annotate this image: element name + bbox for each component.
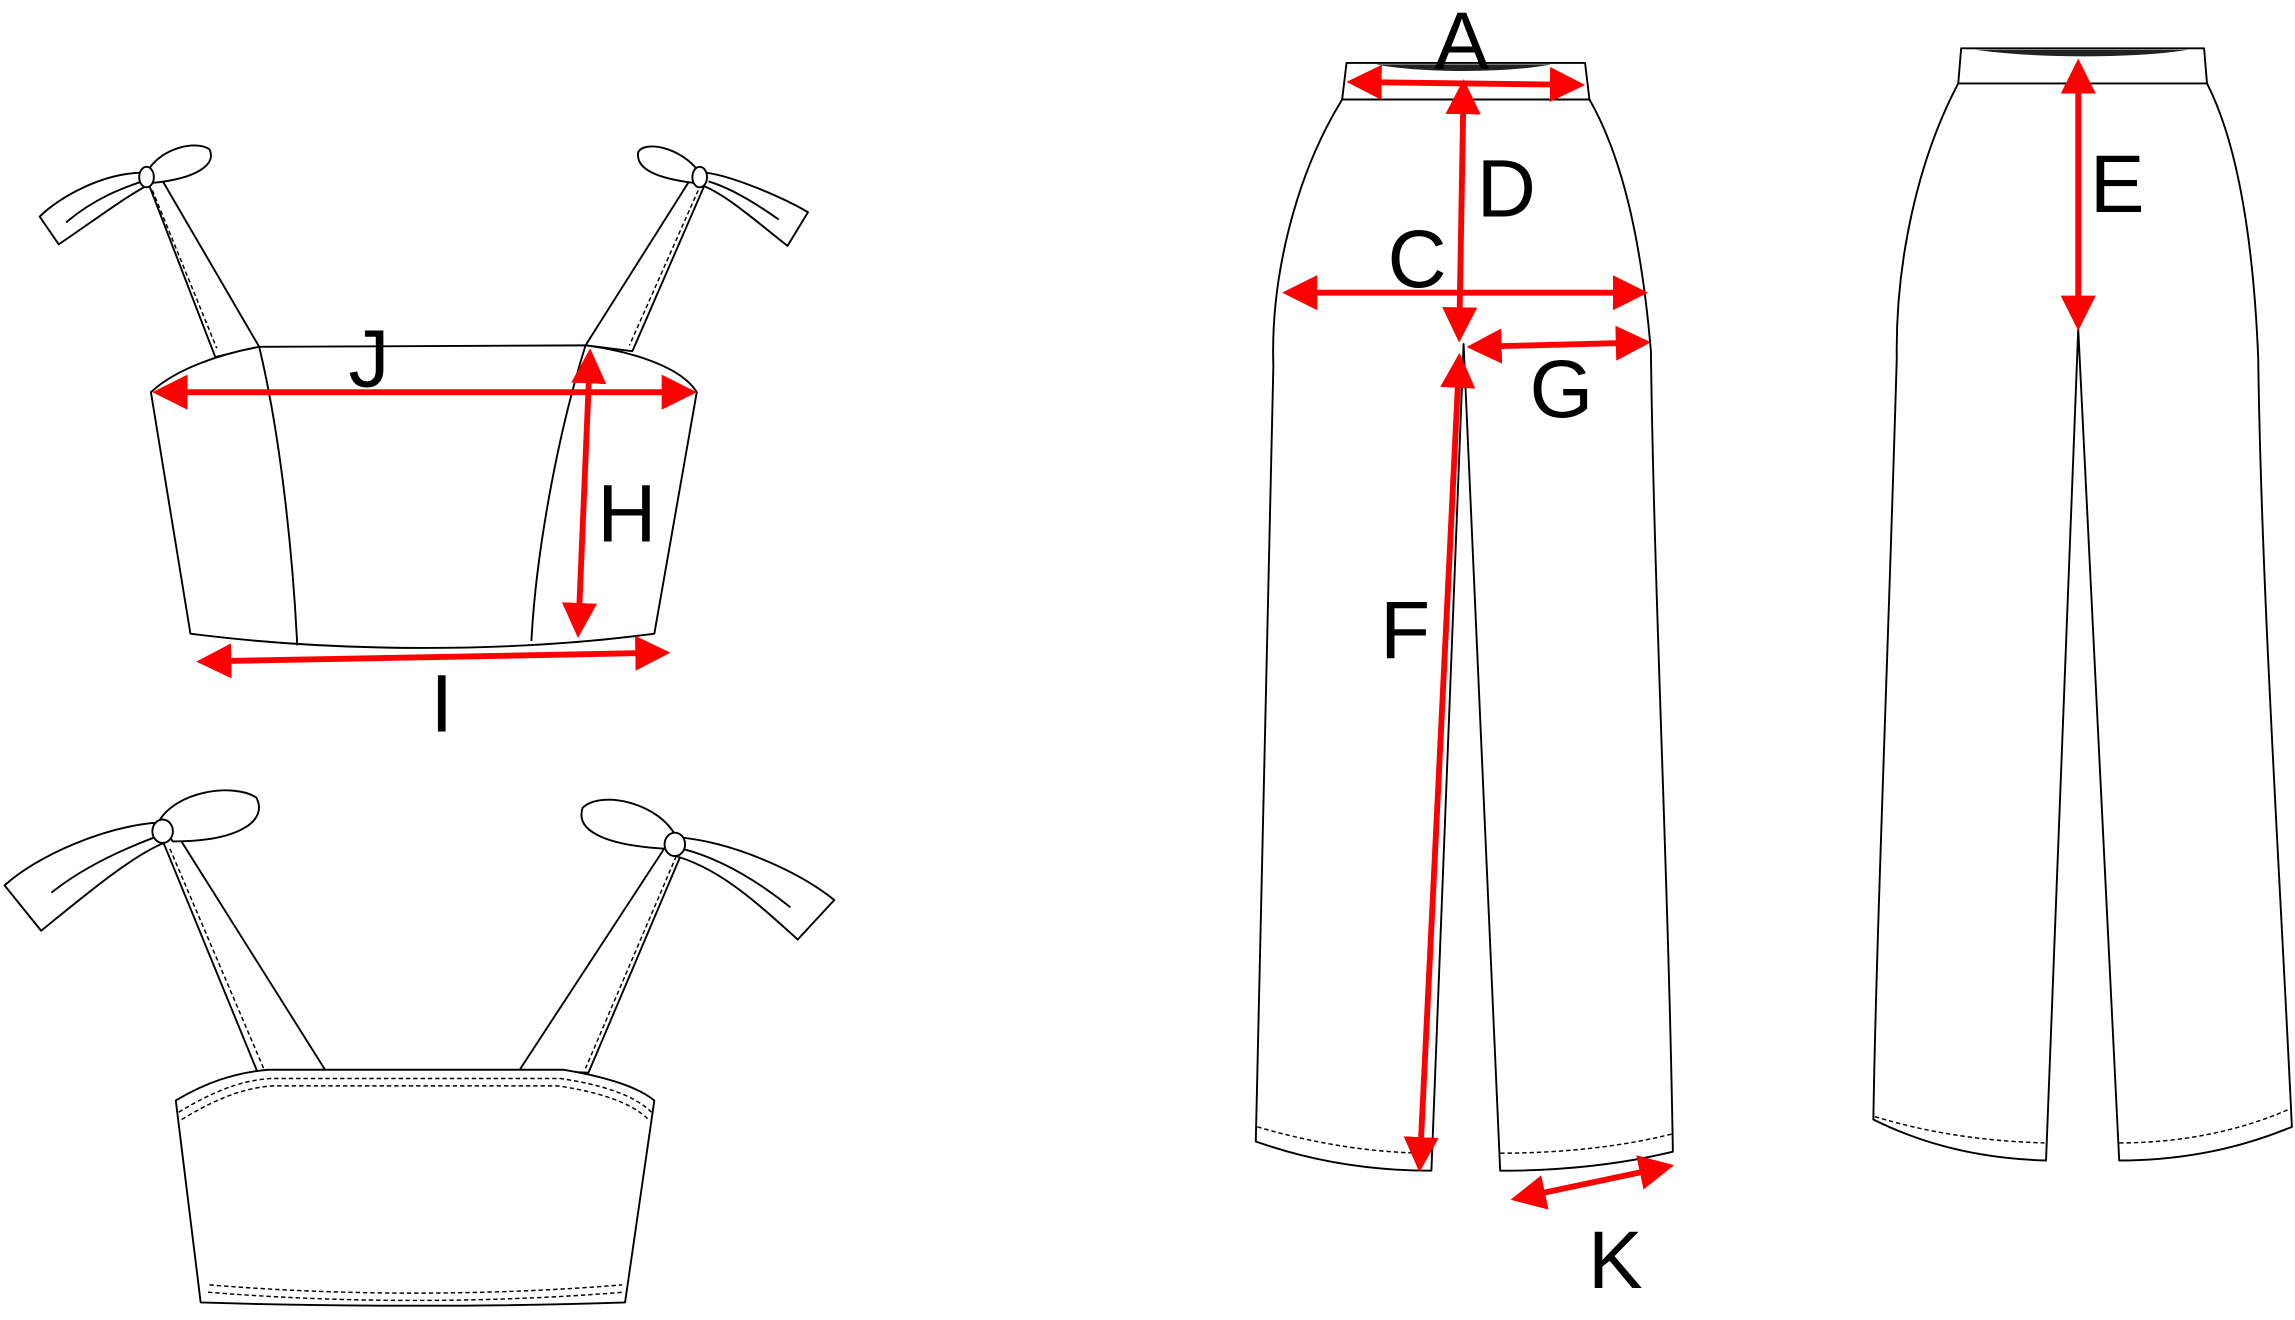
label-K: K xyxy=(1588,1215,1643,1306)
measurement-labels: J H I A D C G F K E xyxy=(348,0,2144,1306)
arrow-G xyxy=(1466,325,1651,364)
label-A: A xyxy=(1434,0,1489,87)
label-E: E xyxy=(2090,139,2145,230)
arrow-H xyxy=(561,348,607,639)
pants-back xyxy=(1872,47,2293,1162)
back-right-strap xyxy=(518,844,685,1074)
label-G: G xyxy=(1529,344,1593,435)
crop-top-back xyxy=(3,789,836,1307)
right-strap xyxy=(584,177,707,353)
label-F: F xyxy=(1380,586,1430,677)
arrow-F xyxy=(1403,352,1476,1173)
label-D: D xyxy=(1477,144,1536,235)
left-strap xyxy=(145,177,261,359)
label-J: J xyxy=(348,313,389,404)
back-left-strap xyxy=(160,836,327,1074)
pants-front-body xyxy=(1254,98,1674,1172)
back-right-bow xyxy=(580,798,836,941)
top-back-body xyxy=(174,1068,656,1307)
label-C: C xyxy=(1388,214,1447,305)
label-I: I xyxy=(430,659,453,750)
pants-front xyxy=(1254,61,1674,1172)
left-bow xyxy=(38,144,212,246)
arrow-K xyxy=(1510,1155,1675,1210)
right-bow xyxy=(637,145,809,247)
pants-back-body xyxy=(1872,82,2293,1162)
arrow-I xyxy=(196,635,671,679)
back-left-bow xyxy=(3,789,260,932)
crop-top-front xyxy=(38,144,809,649)
label-H: H xyxy=(597,468,656,559)
measurement-arrows xyxy=(152,58,2096,1210)
